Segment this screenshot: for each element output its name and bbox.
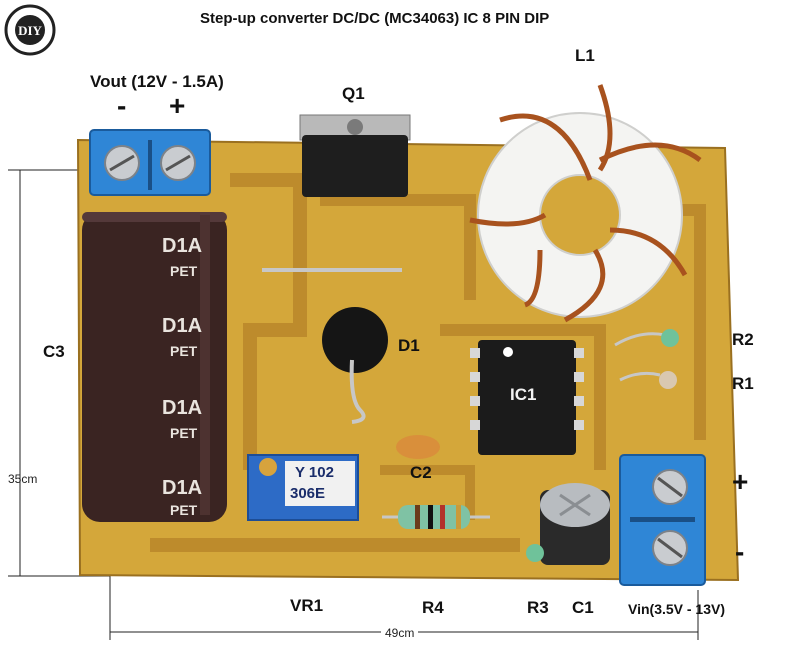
vout-terminal <box>89 129 211 196</box>
capacitor-c2 <box>396 435 440 459</box>
ic1-chip <box>470 340 584 455</box>
label-r4: R4 <box>422 598 444 617</box>
label-vin: Vin(3.5V - 13V) <box>628 601 726 617</box>
vin-terminal <box>619 454 706 586</box>
label-l1: L1 <box>575 46 595 65</box>
label-vout-plus: + <box>169 90 186 121</box>
logo-seal: DIY <box>4 4 56 56</box>
resistor-r4 <box>382 505 490 529</box>
cap-print-2: PET <box>170 263 198 279</box>
resistor-r1 <box>619 371 677 389</box>
trimmer-print-1: Y 102 <box>295 464 334 481</box>
trimmer-print-2: 306E <box>290 485 325 502</box>
dimension-height: 35cm <box>8 472 38 486</box>
cap-print-6: PET <box>170 425 198 441</box>
svg-text:DIY: DIY <box>18 23 42 38</box>
trimmer-print: Y 102 306E <box>290 464 334 502</box>
trimmer-vr1 <box>247 454 359 521</box>
label-vin-minus: - <box>735 536 745 567</box>
label-r2: R2 <box>732 330 754 349</box>
label-c3: C3 <box>43 342 65 361</box>
label-vr1: VR1 <box>290 596 324 615</box>
resistor-r2 <box>614 329 679 347</box>
transistor-q1 <box>299 114 411 197</box>
capacitor-print: D1A PET D1A PET D1A PET D1A PET <box>162 235 202 518</box>
diode-d1 <box>322 307 388 424</box>
cap-print-1: D1A <box>162 235 202 257</box>
page-title: Step-up converter DC/DC (MC34063) IC 8 P… <box>200 10 550 27</box>
capacitor-c1 <box>540 483 610 565</box>
label-r1: R1 <box>732 374 754 393</box>
inductor-l1 <box>469 84 702 323</box>
label-c1: C1 <box>572 598 594 617</box>
capacitor-c3 <box>82 212 227 522</box>
label-r3: R3 <box>527 598 549 617</box>
cap-print-4: PET <box>170 343 198 359</box>
dimension-width: 49cm <box>381 626 419 640</box>
label-d1: D1 <box>398 336 420 355</box>
label-vout-minus: - <box>117 90 127 121</box>
label-vout: Vout (12V - 1.5A) <box>90 72 224 91</box>
cap-print-5: D1A <box>162 397 202 419</box>
label-c2: C2 <box>410 463 432 482</box>
cap-print-3: D1A <box>162 315 202 337</box>
cap-print-8: PET <box>170 502 198 518</box>
label-ic1: IC1 <box>510 385 537 404</box>
label-q1: Q1 <box>342 84 365 103</box>
cap-print-7: D1A <box>162 477 202 499</box>
resistor-r3 <box>526 544 544 562</box>
label-vin-plus: + <box>732 466 749 497</box>
